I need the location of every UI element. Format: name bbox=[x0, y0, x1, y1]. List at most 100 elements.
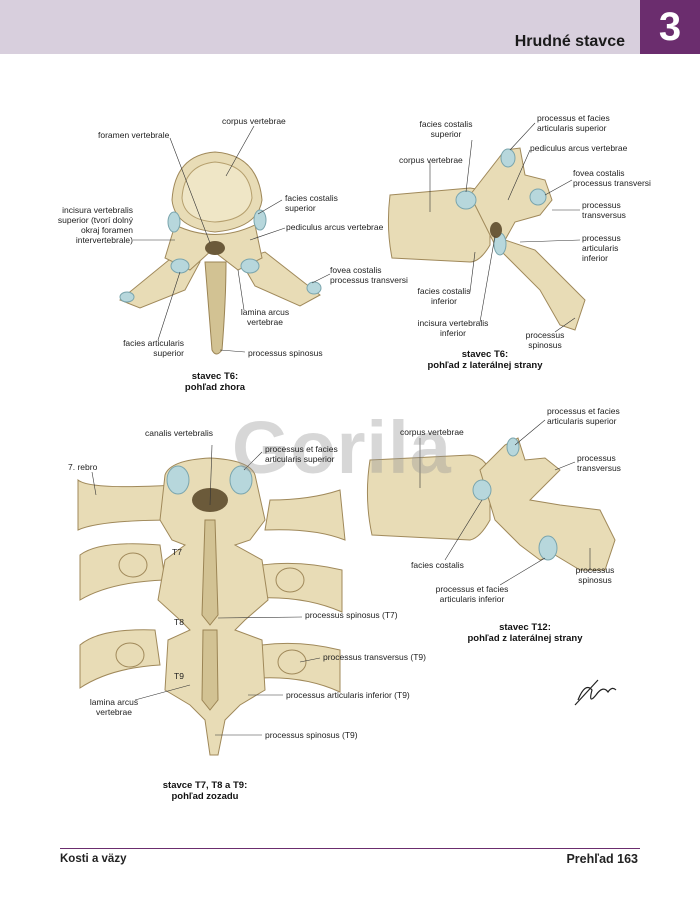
label-line: lamina arcus bbox=[89, 697, 139, 707]
label-processus-facies-articularis-superior: processus et facies articularis superior bbox=[537, 113, 610, 133]
label-pediculus-arcus: pediculus arcus vertebrae bbox=[530, 143, 628, 153]
label-line: vertebrae bbox=[247, 317, 283, 327]
label-corpus-vertebrae: corpus vertebrae bbox=[222, 116, 286, 126]
label-processus-articularis-inferior-t9: processus articularis inferior (T9) bbox=[286, 690, 410, 700]
footer-section-name: Kosti a väzy bbox=[60, 853, 127, 865]
label-processus-spinosus-t7: processus spinosus (T7) bbox=[305, 610, 398, 620]
label-line: processus et facies bbox=[435, 584, 509, 594]
label-line: processus et facies bbox=[537, 113, 610, 123]
label-line: inferior bbox=[440, 328, 466, 338]
label-line: articularis bbox=[582, 243, 619, 253]
t12-lateral-view-illustration bbox=[366, 419, 616, 586]
caption-t6-lateral: stavec T6: pohľad z laterálnej strany bbox=[415, 349, 555, 371]
caption-t7-t9: stavce T7, T8 a T9: pohľad zozadu bbox=[150, 780, 260, 802]
label-incisura-vertebralis-inferior: incisura vertebralis inferior bbox=[410, 318, 496, 338]
caption-line: stavce T7, T8 a T9: bbox=[162, 780, 248, 791]
section-title: Hrudné stavce bbox=[514, 33, 625, 50]
label-corpus-vertebrae: corpus vertebrae bbox=[399, 155, 463, 165]
label-facies-costalis-superior: facies costalis superior bbox=[285, 193, 338, 213]
label-processus-transversus-t9: processus transversus (T9) bbox=[323, 652, 426, 662]
label-processus-transversus: processus transversus bbox=[577, 453, 621, 473]
label-processus-spinosus: processus spinosus bbox=[570, 565, 620, 585]
t6-top-view-illustration bbox=[119, 125, 331, 355]
label-line: facies articularis bbox=[123, 338, 184, 348]
label-corpus-vertebrae: corpus vertebrae bbox=[400, 427, 464, 437]
label-line: facies costalis bbox=[285, 193, 338, 203]
caption-line: pohľad z laterálnej strany bbox=[467, 633, 583, 644]
label-line: inferior bbox=[582, 253, 608, 263]
caption-t12-lateral: stavec T12: pohľad z laterálnej strany bbox=[455, 622, 595, 644]
label-line: spinosus bbox=[578, 575, 612, 585]
label-fovea-costalis: fovea costalis processus transversi bbox=[330, 265, 408, 285]
t7-t9-posterior-view-illustration bbox=[77, 444, 346, 756]
label-t8: T8 bbox=[174, 617, 184, 627]
label-line: lamina arcus bbox=[240, 307, 290, 317]
label-canalis-vertebralis: canalis vertebralis bbox=[145, 428, 214, 438]
netter-signature bbox=[574, 679, 617, 706]
label-line: processus bbox=[582, 233, 621, 243]
label-fovea-costalis: fovea costalis processus transversi bbox=[573, 168, 651, 188]
label-line: superior bbox=[153, 348, 184, 358]
label-processus-spinosus-t9: processus spinosus (T9) bbox=[265, 730, 358, 740]
label-t7: T7 bbox=[172, 547, 182, 557]
label-line: okraj foramen bbox=[81, 225, 133, 235]
label-line: processus et facies bbox=[547, 406, 620, 416]
label-line: incisura vertebralis bbox=[417, 318, 489, 328]
caption-line: stavec T6: bbox=[191, 371, 239, 382]
label-processus-spinosus: processus spinosus bbox=[248, 348, 323, 358]
label-processus-facies-articularis-inferior: processus et facies articularis inferior bbox=[430, 584, 514, 604]
label-line: articularis inferior bbox=[439, 594, 505, 604]
label-lamina-arcus: lamina arcus vertebrae bbox=[232, 307, 298, 327]
label-line: superior (tvorí dolný bbox=[57, 215, 133, 225]
footer-rule bbox=[60, 848, 640, 849]
label-line: processus et facies bbox=[265, 444, 338, 454]
label-foramen-vertebrale: foramen vertebrale bbox=[98, 130, 170, 140]
label-line: superior bbox=[430, 129, 462, 139]
label-facies-costalis-inferior: facies costalis inferior bbox=[408, 286, 480, 306]
label-line: facies costalis bbox=[417, 286, 471, 296]
label-line: vertebrae bbox=[96, 707, 132, 717]
label-t9: T9 bbox=[174, 671, 184, 681]
label-facies-articularis-superior: facies articularis superior bbox=[100, 338, 184, 358]
label-pediculus-arcus: pediculus arcus vertebrae bbox=[286, 222, 384, 232]
caption-line: pohľad z laterálnej strany bbox=[427, 360, 543, 371]
caption-line: stavec T12: bbox=[499, 622, 551, 633]
label-line: articularis superior bbox=[537, 123, 607, 133]
label-line: processus bbox=[582, 200, 621, 210]
label-line: inferior bbox=[431, 296, 457, 306]
caption-line: pohľad zozadu bbox=[171, 791, 239, 802]
label-line: processus transversi bbox=[573, 178, 651, 188]
label-facies-costalis: facies costalis bbox=[411, 560, 464, 570]
label-processus-transversus: processus transversus bbox=[582, 200, 626, 220]
label-lamina-arcus: lamina arcus vertebrae bbox=[82, 697, 146, 717]
label-line: incisura vertebralis bbox=[62, 205, 133, 215]
caption-t6-top: stavec T6: pohľad zhora bbox=[165, 371, 265, 393]
label-line: spinosus bbox=[528, 340, 562, 350]
label-incisura-vertebralis-superior: incisura vertebralis superior (tvorí dol… bbox=[40, 205, 133, 245]
label-line: facies costalis bbox=[419, 119, 473, 129]
label-line: superior bbox=[285, 203, 316, 213]
label-processus-spinosus: processus spinosus bbox=[520, 330, 570, 350]
caption-line: pohľad zhora bbox=[184, 382, 246, 393]
label-line: fovea costalis bbox=[573, 168, 625, 178]
label-processus-articularis-inferior: processus articularis inferior bbox=[582, 233, 621, 263]
label-line: processus bbox=[577, 453, 616, 463]
label-line: fovea costalis bbox=[330, 265, 382, 275]
label-line: intervertebrale) bbox=[75, 235, 133, 245]
label-line: articularis superior bbox=[547, 416, 617, 426]
footer-page-number: Prehľad 163 bbox=[566, 852, 638, 866]
label-line: transversus bbox=[577, 463, 621, 473]
label-facies-costalis-superior: facies costalis superior bbox=[410, 119, 482, 139]
label-processus-facies-articularis-superior: processus et facies articularis superior bbox=[265, 444, 338, 464]
header-band bbox=[0, 0, 640, 54]
t6-lateral-view-illustration bbox=[387, 122, 586, 333]
chapter-number-badge: 3 bbox=[640, 0, 700, 54]
label-7-rebro: 7. rebro bbox=[68, 462, 98, 472]
label-line: processus transversi bbox=[330, 275, 408, 285]
label-processus-facies-articularis-superior: processus et facies articularis superior bbox=[547, 406, 620, 426]
label-line: transversus bbox=[582, 210, 626, 220]
caption-line: stavec T6: bbox=[461, 349, 509, 360]
label-line: processus bbox=[575, 565, 615, 575]
label-line: processus bbox=[525, 330, 565, 340]
